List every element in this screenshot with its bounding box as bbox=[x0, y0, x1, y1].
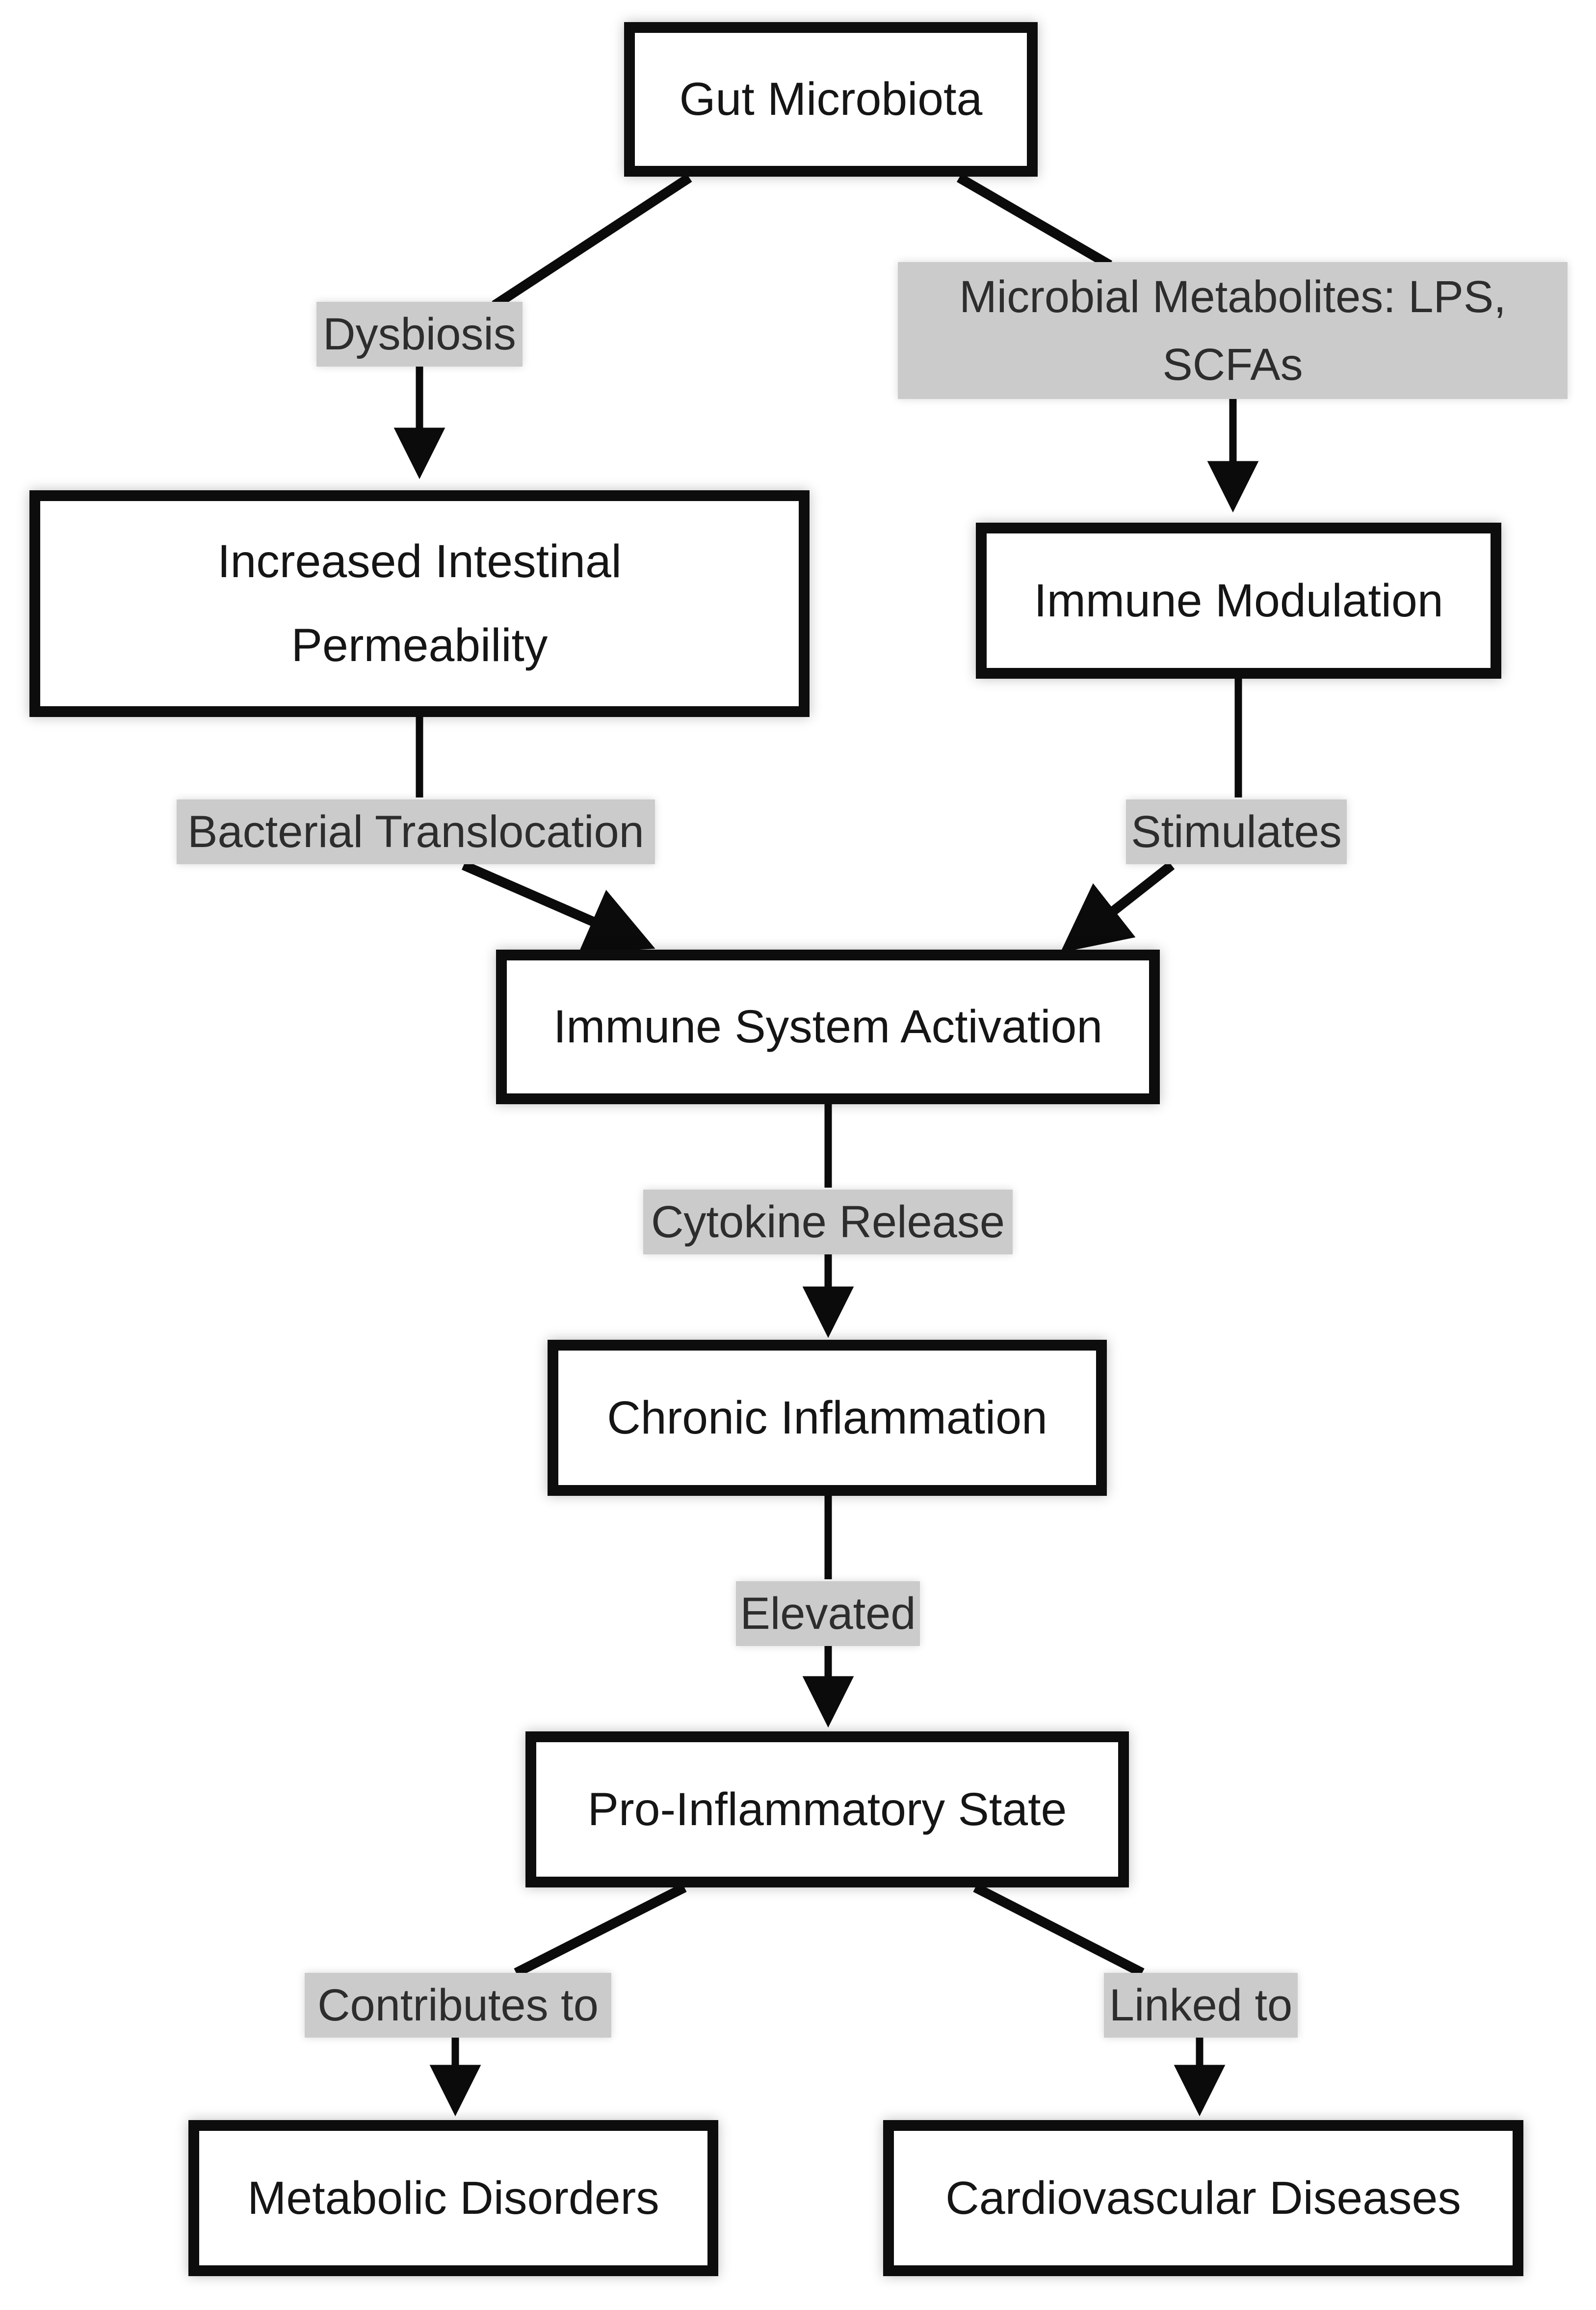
edge-label-stimulates: Stimulates bbox=[1126, 799, 1347, 864]
edge-label-text: Microbial Metabolites: LPS, SCFAs bbox=[959, 271, 1506, 390]
edge-label-text: Cytokine Release bbox=[651, 1196, 1005, 1247]
edge-proinflammatory-to-linked bbox=[973, 1883, 1145, 1977]
node-label: Chronic Inflammation bbox=[607, 1391, 1047, 1444]
node-metabolic-disorders: Metabolic Disorders bbox=[188, 2120, 718, 2276]
node-chronic-inflammation: Chronic Inflammation bbox=[548, 1340, 1107, 1496]
edge-label-text: Bacterial Translocation bbox=[187, 806, 644, 857]
node-label: Increased Intestinal Permeability bbox=[217, 535, 622, 671]
node-gut-microbiota: Gut Microbiota bbox=[624, 22, 1038, 177]
node-label: Immune Modulation bbox=[1034, 574, 1443, 627]
edge-label-cytokine-release: Cytokine Release bbox=[643, 1190, 1013, 1254]
node-pro-inflammatory-state: Pro-Inflammatory State bbox=[525, 1731, 1129, 1887]
node-immune-modulation: Immune Modulation bbox=[976, 523, 1501, 679]
edge-label-microbial-metabolites: Microbial Metabolites: LPS, SCFAs bbox=[898, 262, 1568, 399]
edge-stimulates-to-activation bbox=[1060, 861, 1175, 953]
node-increased-intestinal-permeability: Increased Intestinal Permeability bbox=[29, 490, 810, 717]
edge-label-text: Dysbiosis bbox=[323, 309, 516, 359]
edge-label-linked-to: Linked to bbox=[1104, 1973, 1298, 2038]
edge-translocation-to-activation bbox=[462, 860, 655, 953]
node-label: Cardiovascular Diseases bbox=[945, 2172, 1461, 2224]
edge-label-text: Linked to bbox=[1109, 1980, 1293, 2030]
edge-label-bacterial-translocation: Bacterial Translocation bbox=[177, 799, 655, 864]
edge-label-elevated: Elevated bbox=[736, 1581, 920, 1646]
edge-label-contributes-to: Contributes to bbox=[305, 1973, 611, 2038]
edge-gut-to-metabolites bbox=[956, 173, 1113, 269]
node-label: Metabolic Disorders bbox=[247, 2172, 659, 2224]
edge-label-dysbiosis: Dysbiosis bbox=[316, 302, 523, 367]
node-label: Pro-Inflammatory State bbox=[587, 1783, 1067, 1835]
node-label: Gut Microbiota bbox=[679, 73, 983, 126]
node-label: Immune System Activation bbox=[553, 1001, 1103, 1053]
node-immune-system-activation: Immune System Activation bbox=[496, 950, 1160, 1104]
edge-label-text: Stimulates bbox=[1131, 806, 1342, 857]
edge-proinflammatory-to-contributes bbox=[514, 1883, 687, 1977]
edge-gut-to-dysbiosis bbox=[492, 173, 692, 310]
node-cardiovascular-diseases: Cardiovascular Diseases bbox=[883, 2120, 1523, 2276]
edge-label-text: Elevated bbox=[740, 1588, 916, 1639]
edge-label-text: Contributes to bbox=[317, 1980, 599, 2030]
